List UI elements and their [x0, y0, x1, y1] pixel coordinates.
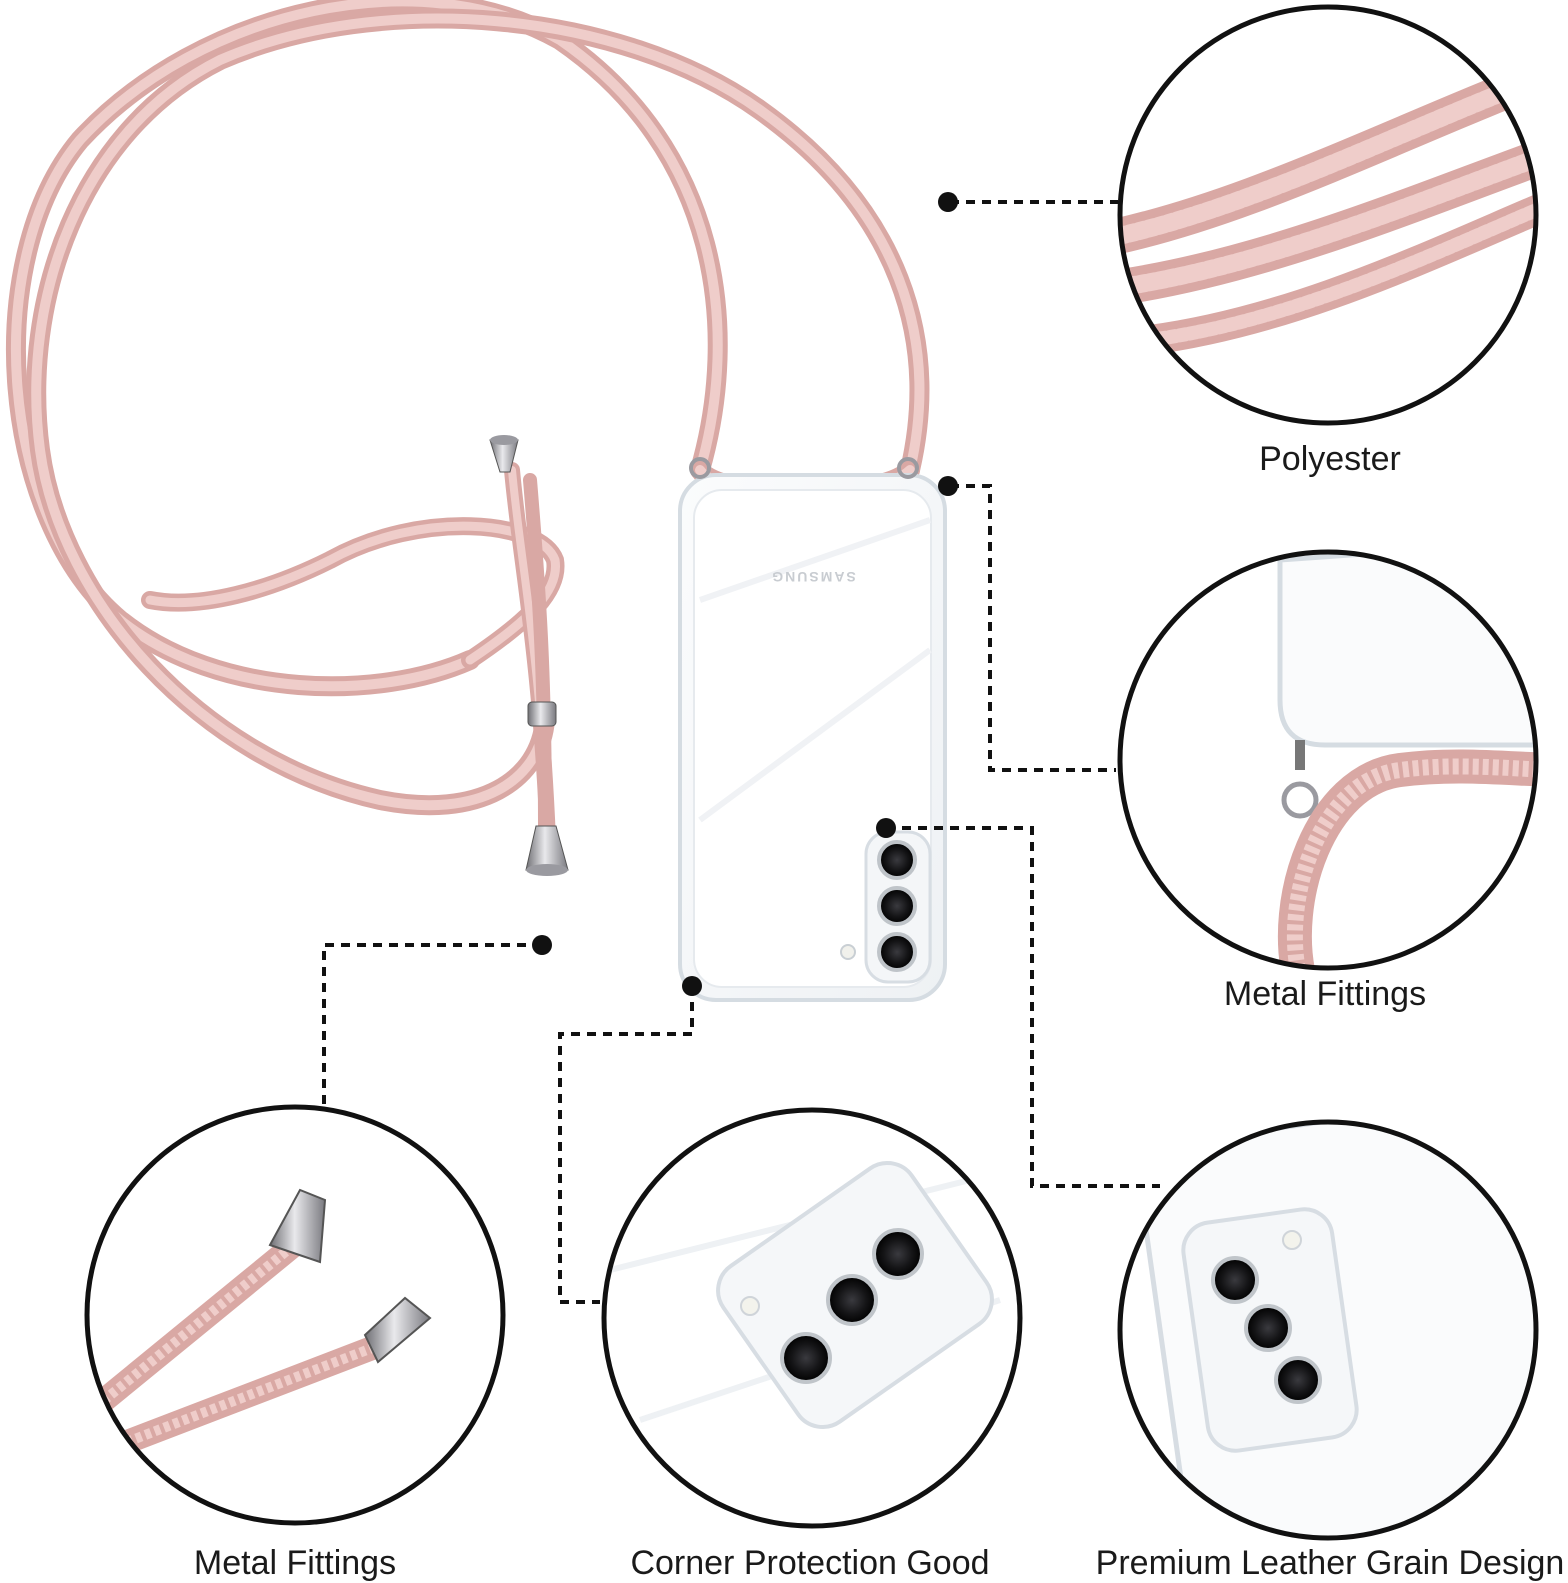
caption-corner-protection: Corner Protection Good	[630, 1544, 990, 1582]
caption-premium-leather: Premium Leather Grain Design	[1095, 1544, 1565, 1582]
metal-tip-icon	[489, 435, 569, 876]
caption-polyester: Polyester	[1259, 440, 1401, 478]
leader-dots	[532, 192, 958, 996]
caption-metal-fittings-left: Metal Fittings	[193, 1544, 397, 1582]
phone-case-icon	[678, 457, 947, 1002]
flash-led-icon	[840, 944, 856, 960]
detail-metal-fittings-right	[1117, 549, 1539, 971]
leader-lines	[322, 200, 1160, 1304]
detail-premium-leather	[1117, 1119, 1539, 1541]
lanyard-strap	[6, 0, 930, 848]
detail-metal-fittings-left	[84, 1104, 506, 1526]
camera-lens-icon	[877, 840, 917, 972]
caption-metal-fittings-right: Metal Fittings	[1223, 975, 1427, 1013]
brand-text: SAMSUNG	[770, 569, 856, 585]
detail-polyester	[1117, 4, 1539, 426]
detail-corner-protection	[601, 1107, 1023, 1529]
